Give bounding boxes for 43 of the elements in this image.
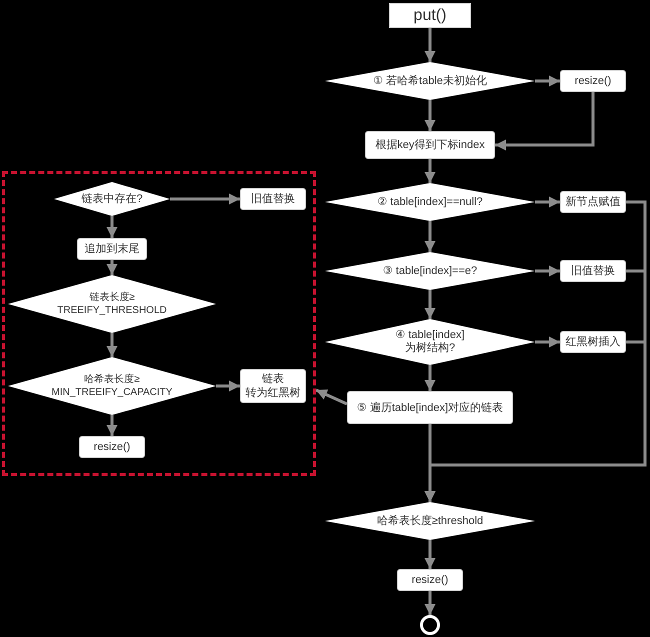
process-box: 红黑树插入: [560, 331, 626, 353]
arrow: [106, 333, 118, 357]
arrow: [315, 388, 348, 406]
arrow: [424, 365, 436, 391]
process-box: 旧值替换: [240, 188, 306, 210]
process-box: 新节点赋值: [560, 191, 626, 213]
condition-text: ③ table[index]==e?: [382, 264, 478, 278]
process-box: 旧值替换: [560, 260, 626, 282]
arrow: [424, 221, 436, 252]
arrow: [424, 290, 436, 319]
arrow: [424, 591, 436, 615]
process-box: 追加到末尾: [77, 238, 147, 260]
condition-text: ② table[index]==null?: [377, 196, 483, 208]
arrow: [106, 216, 118, 238]
arrow: [495, 92, 594, 150]
arrow: [424, 340, 646, 502]
arrow: [424, 28, 436, 62]
condition-text: ④ table[index]为树结构?: [395, 329, 465, 355]
arrow: [535, 196, 560, 208]
process-box: 链表转为红黑树: [240, 369, 306, 403]
process-box: ⑤ 遍历table[index]对应的链表: [347, 391, 513, 424]
arrow: [424, 540, 436, 569]
condition-text: 哈希表长度≥threshold: [376, 514, 484, 528]
arrow: [535, 76, 560, 86]
condition-text: 哈希表长度≥MIN_TREEIFY_CAPACITY: [52, 373, 172, 399]
arrow: [216, 380, 240, 392]
dashed-frame: [2, 171, 316, 476]
arrow: [106, 260, 118, 275]
arrow: [424, 100, 436, 131]
process-box: resize(): [560, 70, 626, 92]
condition-text: 链表中存在?: [81, 192, 143, 206]
arrow: [535, 266, 560, 276]
arrow: [106, 415, 118, 436]
start-box: put(): [389, 3, 471, 28]
condition-text: 链表长度≥TREEIFY_THRESHOLD: [57, 291, 167, 317]
condition-text: ① 若哈希table未初始化: [373, 74, 487, 88]
arrow: [535, 336, 560, 348]
process-box: resize(): [397, 569, 463, 591]
process-box: 根据key得到下标index: [365, 131, 495, 159]
process-box: resize(): [79, 436, 145, 458]
end-circle: [420, 615, 440, 635]
arrow: [424, 159, 436, 183]
arrow: [170, 194, 240, 204]
